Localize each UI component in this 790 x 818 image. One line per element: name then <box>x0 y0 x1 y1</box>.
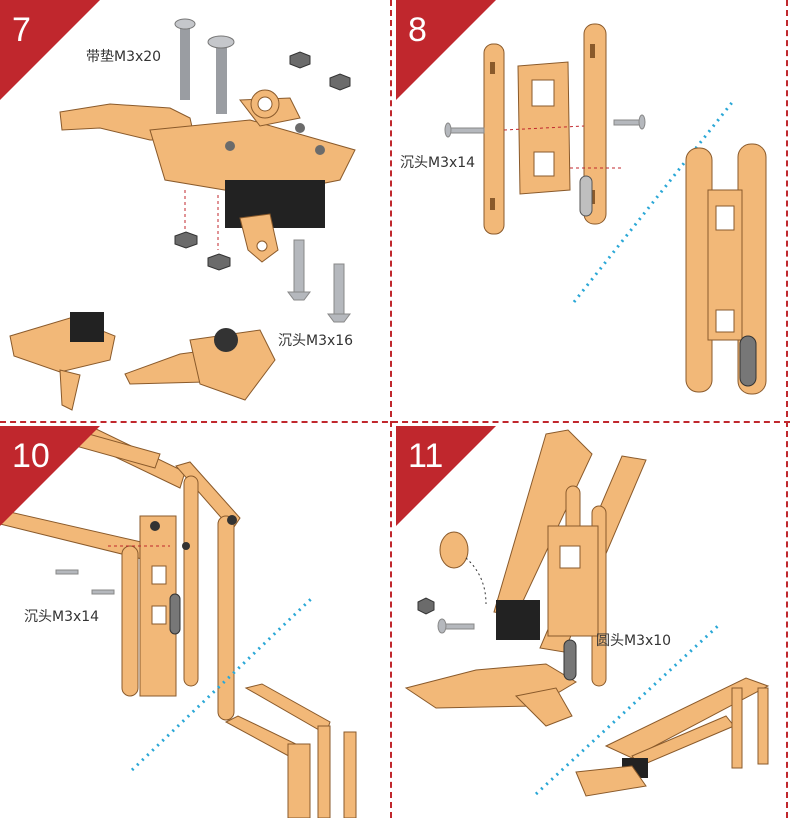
countersunk-screw-label: 沉头M3x16 <box>278 333 354 349</box>
legs <box>121 475 235 721</box>
assembled-view <box>575 677 770 797</box>
step-11-number: 11 <box>408 437 444 475</box>
round-head-screws <box>417 597 475 634</box>
base-plate <box>139 515 181 697</box>
step-7-illustration <box>9 18 356 411</box>
assembled-upright <box>685 143 767 395</box>
assembled-view-right <box>124 328 276 401</box>
assembled-view <box>224 683 357 818</box>
countersunk-screw-2 <box>327 263 351 323</box>
step-11-badge <box>396 426 496 526</box>
step-8-number: 8 <box>408 11 427 49</box>
countersunk-screw-label: 沉头M3x14 <box>24 609 100 625</box>
right-edge-divider <box>786 0 788 818</box>
step-10-illustration <box>0 426 357 818</box>
nut-top-1 <box>289 51 311 69</box>
step-10-badge <box>0 426 100 526</box>
step-11-illustration <box>404 429 770 797</box>
screw-right <box>613 114 646 130</box>
screw-left <box>444 122 485 138</box>
nut-top-2 <box>329 73 351 91</box>
step-10-number: 10 <box>12 437 50 475</box>
nut-bottom-2 <box>207 253 231 271</box>
side-bar-right <box>583 23 607 225</box>
step-8-panel: 8 沉头M3x14 <box>396 0 790 418</box>
screws <box>55 569 115 595</box>
vertical-divider <box>390 0 392 818</box>
step-7-number: 7 <box>12 11 31 49</box>
countersunk-screw-1 <box>287 239 311 301</box>
step-7-badge <box>0 0 100 100</box>
washer-screw-2 <box>207 35 235 114</box>
washer-screw-1 <box>174 18 196 100</box>
separator-dotted-line <box>572 99 736 303</box>
assembled-view-left <box>9 312 116 411</box>
step-8-badge <box>396 0 496 100</box>
step-7-panel: 7 带垫M3x20 沉头M3x16 <box>0 0 388 418</box>
gripper-base <box>404 639 577 727</box>
middle-plate <box>517 61 571 195</box>
step-10-panel: 10 沉头M3x14 <box>0 426 388 818</box>
counterweight-disc <box>439 531 469 569</box>
nut-bottom-1 <box>174 231 198 249</box>
horizontal-divider <box>0 421 790 423</box>
gripper-assembly <box>59 89 356 263</box>
servo-horn <box>579 175 593 217</box>
countersunk-screw-label: 沉头M3x14 <box>400 155 476 171</box>
step-11-panel: 11 圆头M3x10 <box>396 426 790 818</box>
servo <box>496 600 540 640</box>
round-head-screw-label: 圆头M3x10 <box>596 633 672 649</box>
washer-screw-label: 带垫M3x20 <box>86 49 162 65</box>
arm-frame <box>493 429 647 687</box>
